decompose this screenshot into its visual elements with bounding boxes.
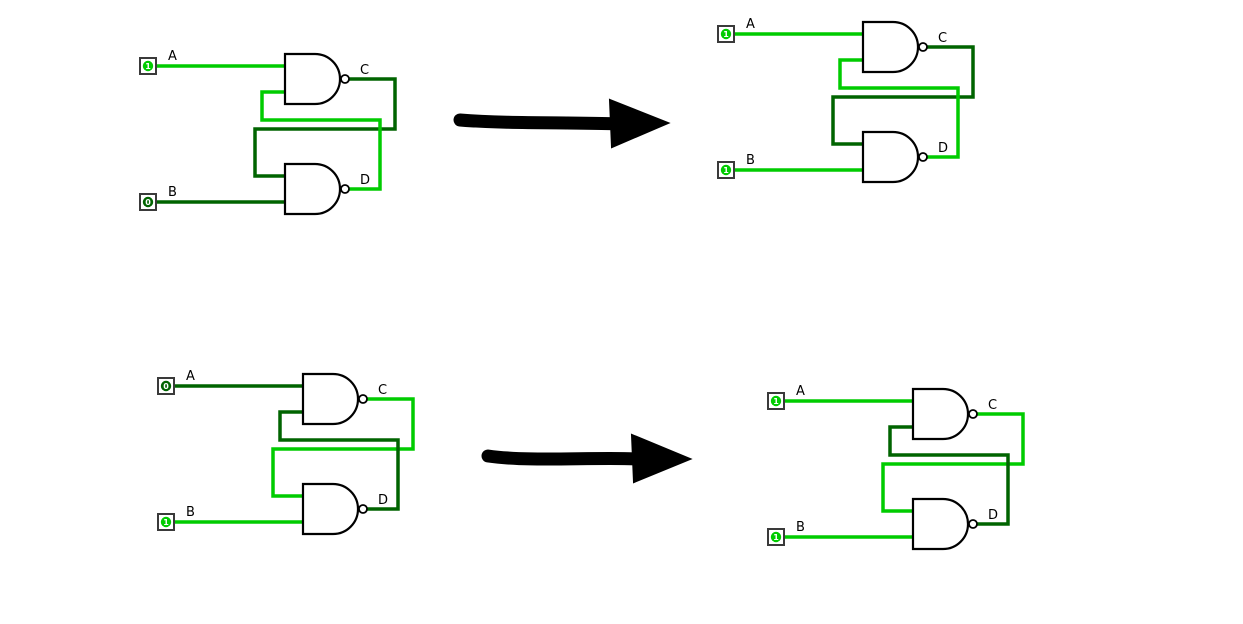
nand-gate-top (861, 20, 920, 74)
input-pin-b: 1 (717, 161, 735, 179)
input-pin-b: 1 (157, 513, 175, 531)
pin-a-dot (770, 395, 782, 407)
wire-c-feedback (253, 77, 397, 178)
pin-a-value: 0 (163, 382, 169, 391)
label-a: A (186, 369, 195, 384)
nand-gate-bottom (861, 130, 920, 184)
pin-b-dot (160, 516, 172, 528)
pin-b-value: 1 (163, 518, 169, 527)
label-b: B (746, 153, 755, 168)
pin-a-value: 1 (773, 397, 779, 406)
wire-d-feedback (888, 425, 1010, 526)
arrow-bottom (481, 433, 693, 484)
circuit-bottom-right: 1 1 A B C D (767, 384, 1025, 551)
pin-b-value: 1 (723, 166, 729, 175)
label-b: B (186, 505, 195, 520)
pin-a-dot (142, 60, 154, 72)
pin-a-dot (160, 380, 172, 392)
nand-gate-top (911, 387, 970, 441)
nand-bubble-top (358, 394, 368, 404)
wire-c-feedback (881, 412, 1025, 513)
label-d: D (360, 173, 370, 188)
wire-d-feedback (838, 58, 960, 159)
label-d: D (938, 141, 948, 156)
circuit-bottom-left: 0 1 A B C D (157, 369, 415, 536)
nand-gate-bottom (911, 497, 970, 551)
circuit-top-left: 1 0 A B C D (139, 49, 397, 216)
arrow-top (453, 98, 671, 149)
label-d: D (988, 508, 998, 523)
label-b: B (168, 185, 177, 200)
label-a: A (746, 17, 755, 32)
input-pin-a: 1 (139, 57, 157, 75)
nand-bubble-bottom (340, 184, 350, 194)
pin-b-dot (142, 196, 154, 208)
pin-a-dot (720, 28, 732, 40)
wire-c-feedback (831, 45, 975, 146)
nand-bubble-top (918, 42, 928, 52)
label-b: B (796, 520, 805, 535)
nand-gate-bottom (283, 162, 342, 216)
nand-bubble-top (340, 74, 350, 84)
label-a: A (168, 49, 177, 64)
nand-gate-top (301, 372, 360, 426)
pin-b-value: 0 (145, 198, 151, 207)
pin-b-value: 1 (773, 533, 779, 542)
label-c: C (988, 398, 997, 413)
pin-b-dot (770, 531, 782, 543)
nand-gate-top (283, 52, 342, 106)
label-c: C (360, 63, 369, 78)
nand-bubble-bottom (968, 519, 978, 529)
input-pin-a: 1 (717, 25, 735, 43)
pin-a-value: 1 (145, 62, 151, 71)
input-pin-b: 0 (139, 193, 157, 211)
label-a: A (796, 384, 805, 399)
nand-gate-bottom (301, 482, 360, 536)
nand-bubble-bottom (358, 504, 368, 514)
label-d: D (378, 493, 388, 508)
label-c: C (938, 31, 947, 46)
pin-b-dot (720, 164, 732, 176)
nand-bubble-bottom (918, 152, 928, 162)
label-c: C (378, 383, 387, 398)
input-pin-a: 1 (767, 392, 785, 410)
wire-c-feedback (271, 397, 415, 498)
wire-d-feedback (278, 410, 400, 511)
pin-a-value: 1 (723, 30, 729, 39)
nand-bubble-top (968, 409, 978, 419)
circuit-top-right: 1 1 A B C D (717, 17, 975, 184)
wire-d-feedback (260, 90, 382, 191)
input-pin-b: 1 (767, 528, 785, 546)
input-pin-a: 0 (157, 377, 175, 395)
